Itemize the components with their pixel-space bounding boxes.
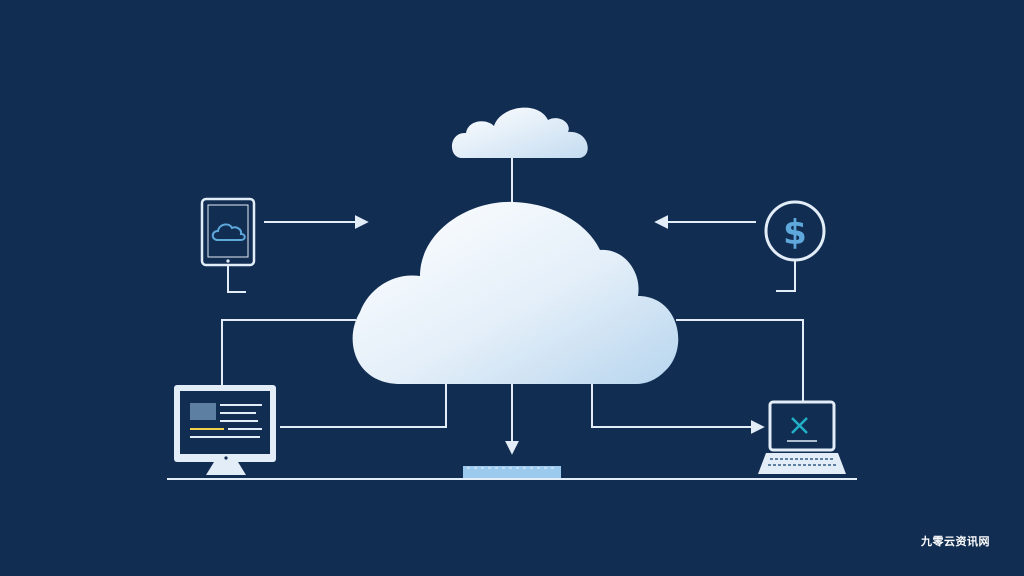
tablet-icon	[200, 197, 256, 267]
desktop-monitor-icon	[174, 385, 276, 475]
connector-cloud-to-desktop-lower	[280, 384, 447, 428]
connector-cloud-to-laptop	[676, 319, 804, 401]
watermark-text: 九零云资讯网	[921, 535, 990, 548]
dollar-pin-icon: $	[764, 200, 826, 284]
top-cloud-icon	[451, 107, 588, 158]
tablet-stand-line	[227, 266, 246, 293]
main-cloud-icon	[352, 201, 679, 384]
dollar-sign-icon: $	[783, 213, 807, 253]
connector-cloud-to-desktop	[221, 319, 356, 386]
server-bar-icon	[463, 466, 561, 478]
arrow-cloud-to-laptop	[591, 384, 765, 434]
dollar-pin-base-line	[776, 284, 796, 292]
laptop-icon	[758, 400, 846, 474]
cloud-icon	[211, 223, 246, 241]
close-x-icon	[791, 417, 808, 434]
